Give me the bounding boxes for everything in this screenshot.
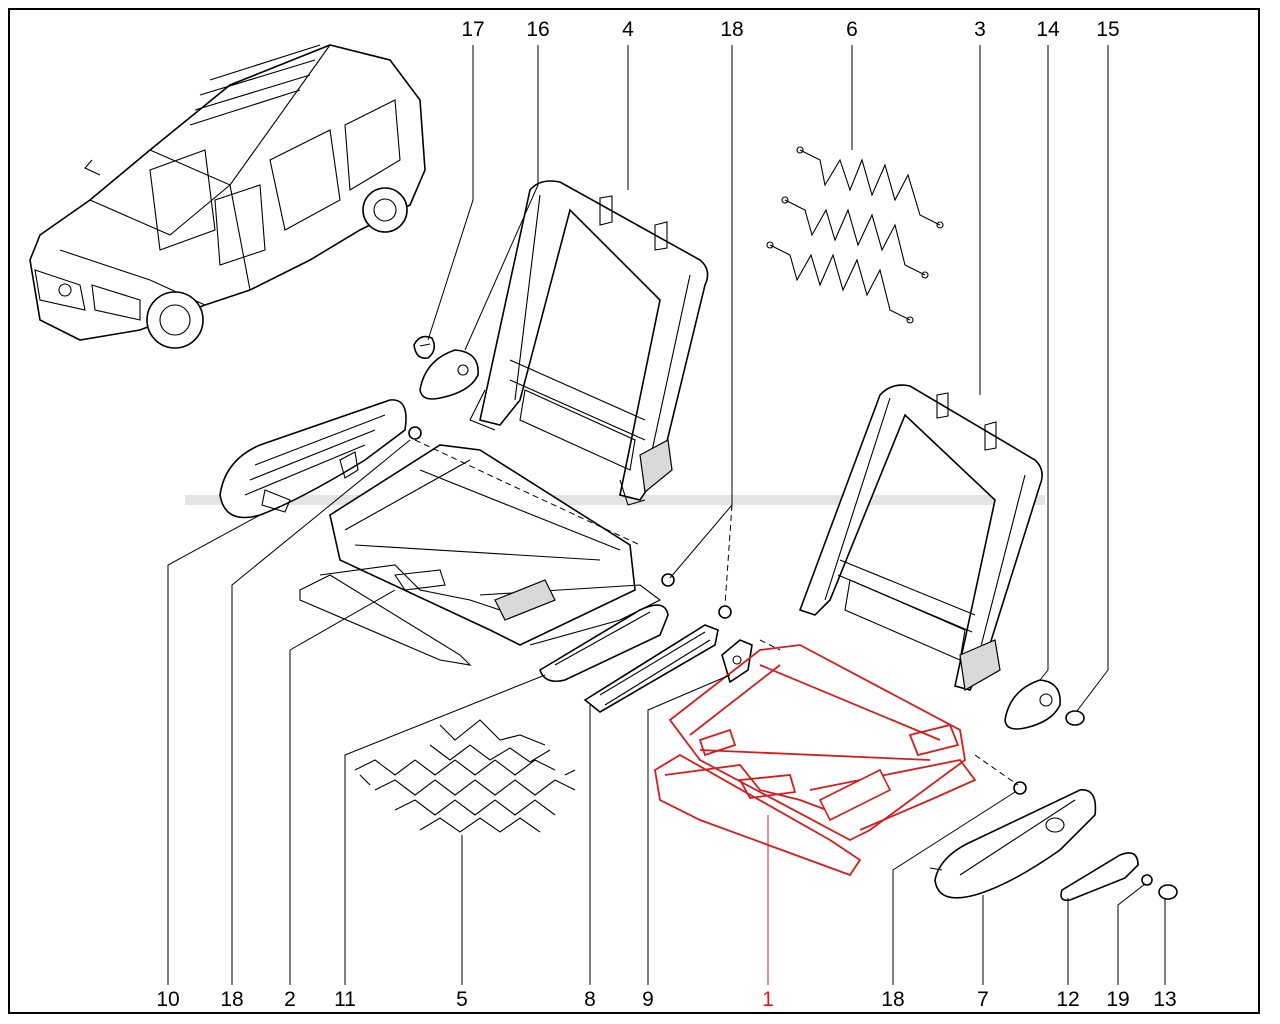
part-5-spring-mat xyxy=(354,719,576,833)
part-14-cover xyxy=(1004,679,1061,730)
callout-1: 1 xyxy=(762,988,774,1011)
part-3-seatback-frame xyxy=(798,384,1043,691)
part-18-nuts xyxy=(408,426,1027,795)
part-19-washer xyxy=(1141,874,1153,886)
vehicle-thumbnail xyxy=(29,44,426,349)
callout-7: 7 xyxy=(977,988,989,1011)
callout-3: 3 xyxy=(974,18,986,41)
callout-18-top: 18 xyxy=(720,18,743,41)
callout-11: 11 xyxy=(334,988,356,1011)
callout-18-right: 18 xyxy=(881,988,904,1011)
callout-19: 19 xyxy=(1106,988,1129,1011)
part-13-knob xyxy=(1158,884,1178,900)
part-7-side-trim xyxy=(929,789,1097,899)
part-16-cover xyxy=(419,349,479,400)
callout-5: 5 xyxy=(456,988,468,1011)
part-10-side-trim xyxy=(219,399,407,519)
part-4-seatback-frame xyxy=(469,180,709,506)
part-12-lever xyxy=(1060,852,1139,902)
leader-lines xyxy=(167,45,1166,985)
callout-18-left: 18 xyxy=(220,988,243,1011)
callout-13: 13 xyxy=(1153,988,1176,1011)
callout-8: 8 xyxy=(584,988,596,1011)
callout-labels: 17 16 4 18 6 3 14 15 10 18 2 11 5 8 9 1 … xyxy=(156,18,1176,1011)
callout-14: 14 xyxy=(1036,18,1060,41)
callout-6: 6 xyxy=(846,18,858,41)
callout-15: 15 xyxy=(1096,18,1119,41)
part-15-button xyxy=(1065,710,1085,726)
callout-2: 2 xyxy=(284,988,296,1011)
callout-9: 9 xyxy=(642,988,654,1011)
callout-4: 4 xyxy=(622,18,634,41)
part-11-trim xyxy=(539,604,669,683)
part-1-seat-frame-highlight xyxy=(654,644,977,877)
callout-10: 10 xyxy=(156,988,179,1011)
callout-12: 12 xyxy=(1056,988,1079,1011)
part-17-clip xyxy=(413,335,436,360)
part-6-springs xyxy=(766,146,944,324)
callout-17: 17 xyxy=(461,18,484,41)
part-8-rail xyxy=(583,624,719,713)
callout-16: 16 xyxy=(526,18,549,41)
